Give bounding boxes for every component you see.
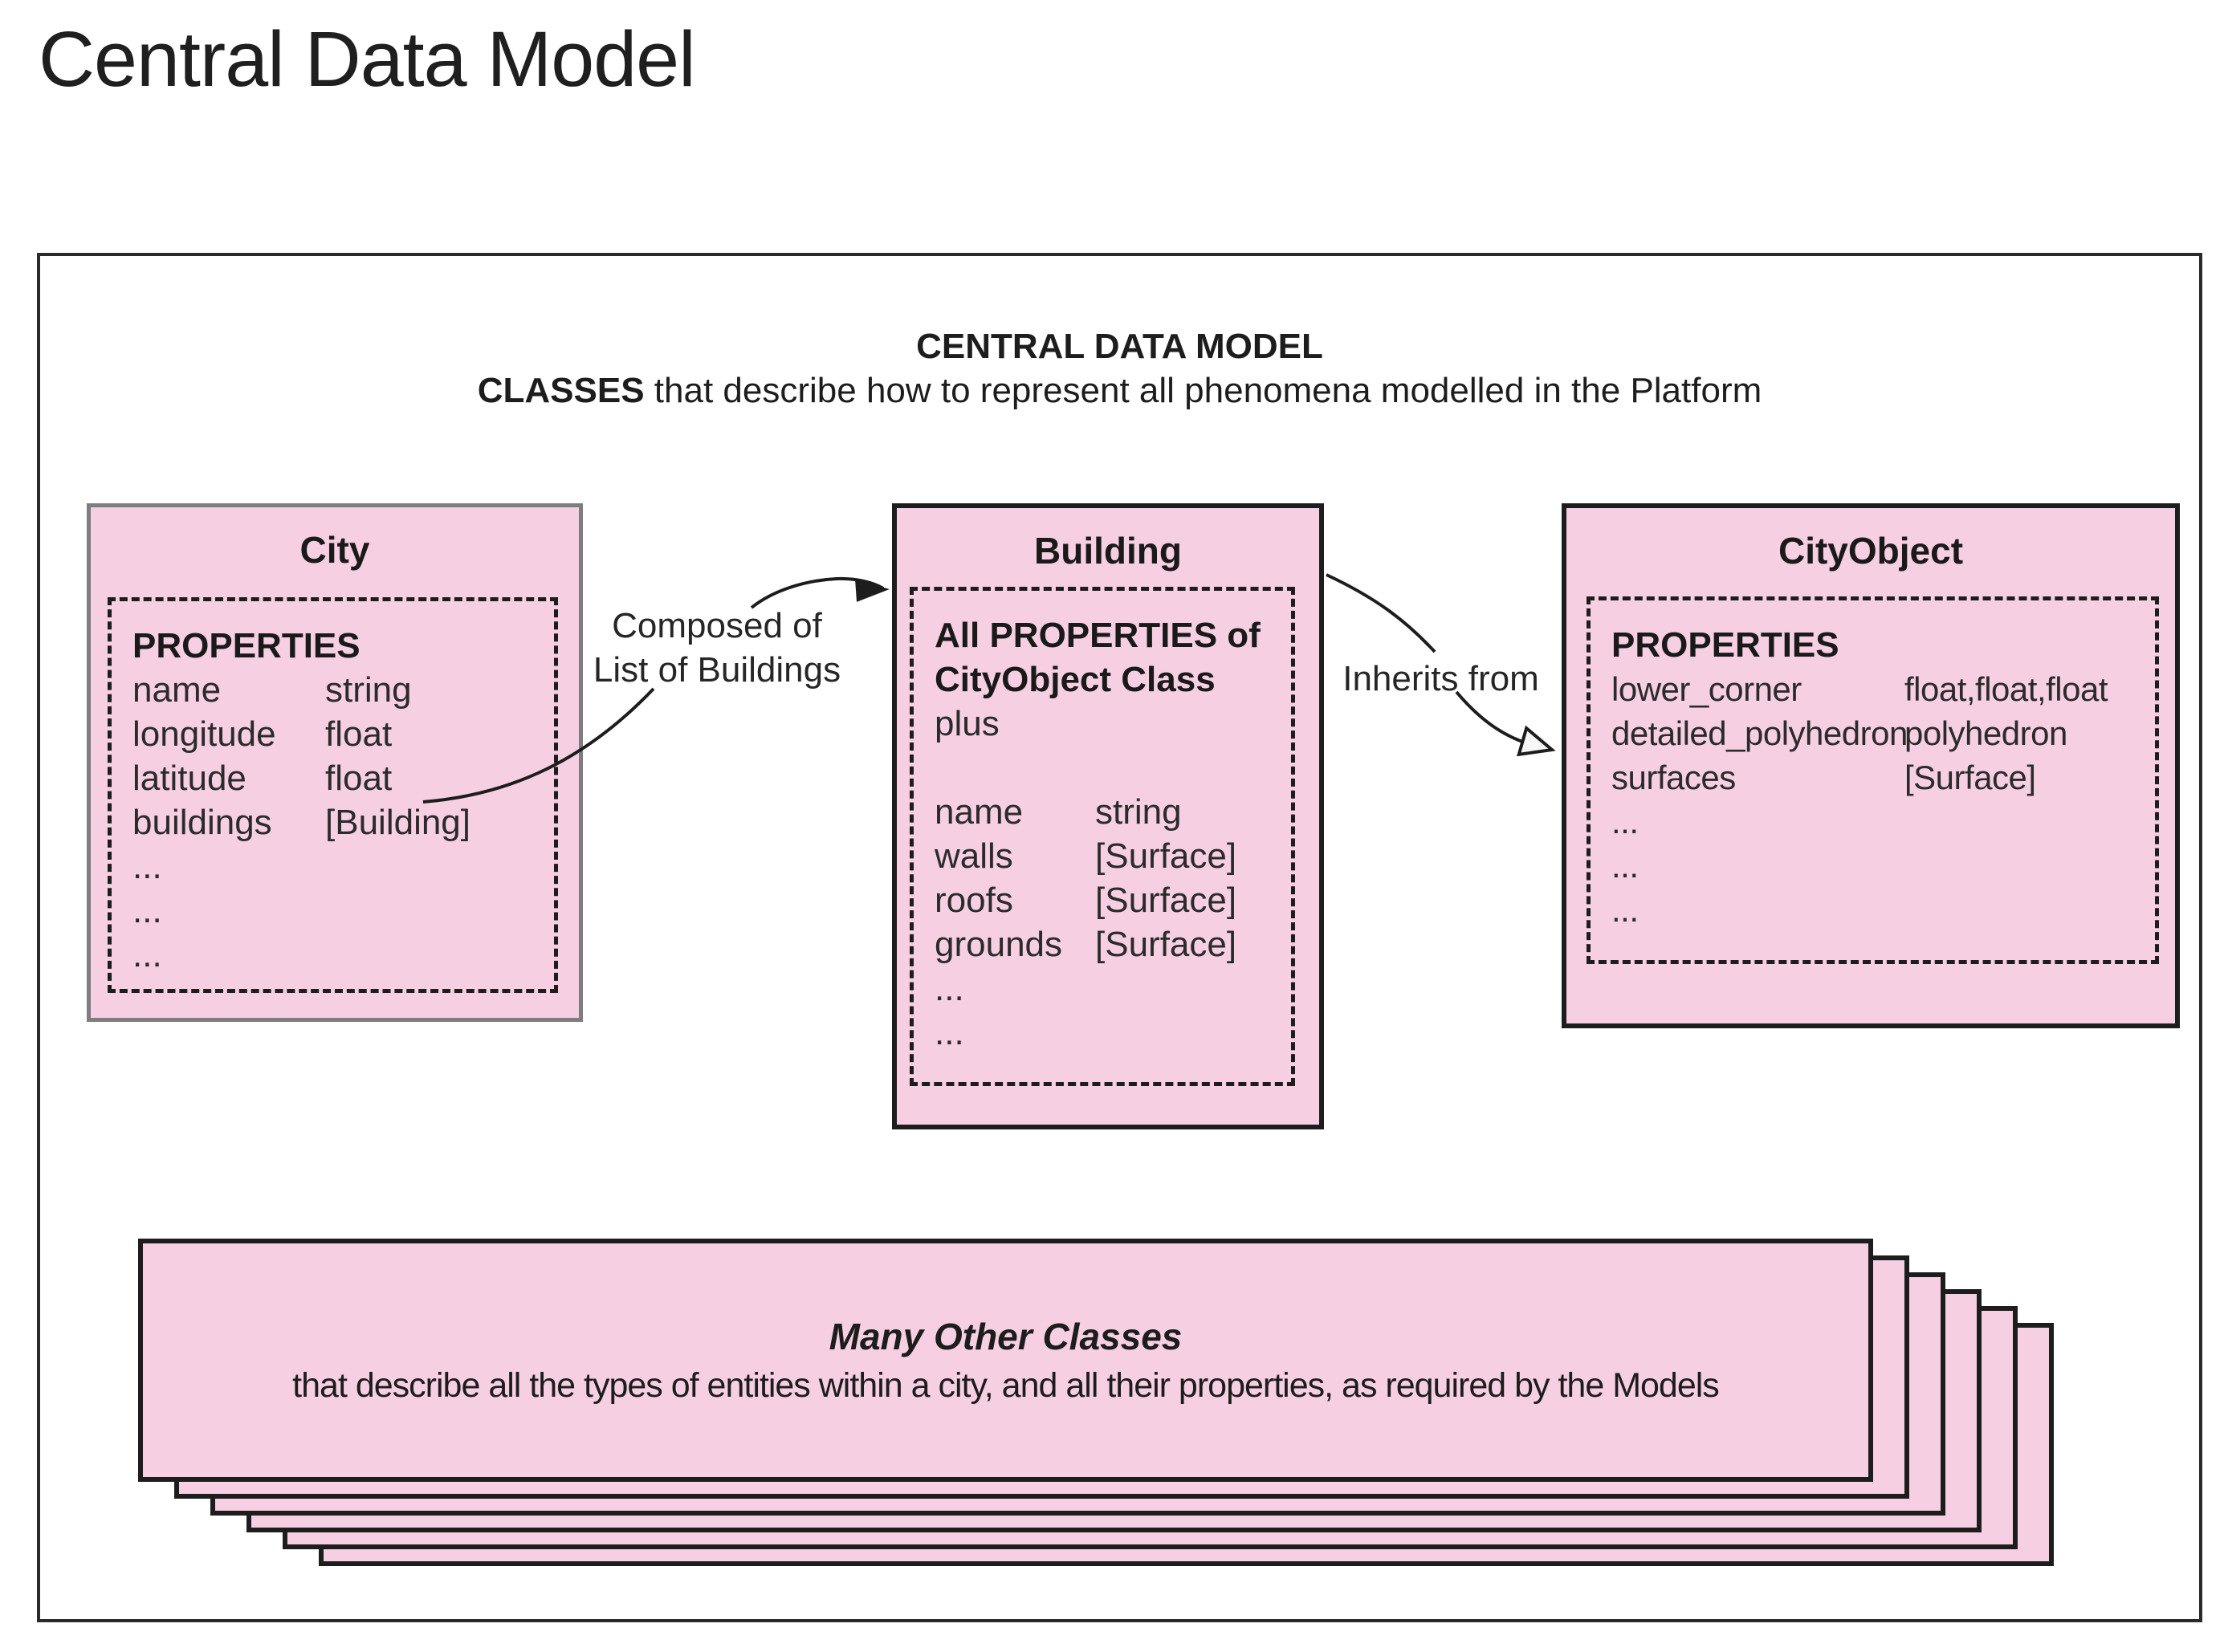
- property-name: ...: [1611, 803, 1639, 840]
- property-type: float: [325, 759, 393, 798]
- property-row: buildings [Building]: [132, 800, 554, 844]
- property-name: longitude: [132, 714, 276, 754]
- property-type: [Surface]: [1095, 881, 1237, 920]
- panel-heading-subtitle-bold: CLASSES: [477, 371, 645, 410]
- property-row: ...: [1611, 888, 2155, 932]
- property-name: latitude: [132, 759, 246, 798]
- property-type: [1904, 888, 2155, 932]
- city-class-title: City: [299, 529, 370, 571]
- property-type: [325, 933, 554, 977]
- property-name: name: [935, 792, 1024, 832]
- class-box-building: Building All PROPERTIES of CityObject Cl…: [892, 503, 1324, 1129]
- property-name: ...: [132, 847, 162, 886]
- panel-heading: CENTRAL DATA MODEL CLASSES that describe…: [37, 324, 2202, 413]
- property-type: string: [1095, 792, 1182, 832]
- property-name: ...: [935, 969, 964, 1008]
- property-type: string: [325, 670, 412, 710]
- property-name: roofs: [935, 881, 1013, 920]
- building-inherited-note-line3: plus: [935, 704, 1000, 743]
- panel-heading-title: CENTRAL DATA MODEL: [916, 327, 1323, 366]
- cityobject-properties-panel: PROPERTIES lower_corner float,float,float…: [1587, 596, 2159, 964]
- property-row: walls [Surface]: [935, 834, 1291, 878]
- property-row: ...: [935, 966, 1291, 1011]
- property-name: ...: [935, 1013, 964, 1052]
- many-other-classes-card: Many Other Classes that describe all the…: [138, 1239, 1873, 1482]
- class-box-city: City PROPERTIES name string longitude floa…: [87, 503, 583, 1022]
- panel-heading-subtitle: CLASSES that describe how to represent a…: [37, 368, 2202, 413]
- inherits-from-label: Inherits from: [1342, 659, 1539, 698]
- property-type: [1095, 966, 1291, 1011]
- composed-of-label-line1: Composed of: [612, 606, 822, 645]
- property-name: ...: [132, 891, 162, 930]
- property-type: float: [325, 714, 393, 754]
- property-row: ...: [935, 1011, 1291, 1055]
- property-name: grounds: [935, 925, 1063, 964]
- property-name: ...: [132, 935, 162, 975]
- property-row: name string: [935, 790, 1291, 834]
- property-row: ...: [132, 844, 554, 889]
- property-name: walls: [935, 836, 1013, 876]
- page-title: Central Data Model: [39, 15, 696, 103]
- property-type: [325, 844, 554, 889]
- property-row: ...: [1611, 844, 2155, 888]
- property-row: longitude float: [132, 712, 554, 756]
- property-row: ...: [1611, 800, 2155, 844]
- property-type: [1095, 1011, 1291, 1055]
- building-class-title: Building: [1034, 530, 1182, 572]
- building-properties-panel: All PROPERTIES of CityObject Class plus …: [910, 587, 1295, 1086]
- property-type: [Surface]: [1095, 836, 1237, 876]
- property-row: grounds [Surface]: [935, 922, 1291, 966]
- property-type: [Surface]: [1095, 925, 1237, 964]
- composed-of-label-line2: List of Buildings: [593, 650, 841, 690]
- property-row: roofs [Surface]: [935, 878, 1291, 922]
- property-name: ...: [1611, 847, 1639, 885]
- property-type: float,float,float: [1904, 670, 2108, 708]
- property-row: name string: [132, 668, 554, 712]
- property-row: latitude float: [132, 756, 554, 800]
- city-properties-panel: PROPERTIES name string longitude float lat…: [108, 597, 558, 993]
- property-name: detailed_polyhedron: [1611, 714, 1908, 752]
- cityobject-class-title: CityObject: [1778, 530, 1964, 572]
- property-row: ...: [132, 933, 554, 977]
- many-other-classes-description: that describe all the types of entities …: [292, 1366, 1720, 1405]
- property-row: surfaces [Surface]: [1611, 755, 2155, 800]
- many-other-classes-title: Many Other Classes: [829, 1316, 1183, 1357]
- cityobject-properties-header: PROPERTIES: [1611, 625, 1839, 665]
- city-properties-header: PROPERTIES: [132, 626, 360, 665]
- building-inherited-note-line1: All PROPERTIES of: [935, 616, 1261, 655]
- spacer: [935, 746, 1291, 790]
- property-name: lower_corner: [1611, 670, 1802, 708]
- property-type: [Surface]: [1904, 759, 2036, 796]
- property-row: ...: [132, 889, 554, 933]
- property-type: [1904, 844, 2155, 888]
- building-inherited-note-line2: CityObject Class: [935, 660, 1216, 699]
- property-name: buildings: [132, 803, 272, 842]
- property-type: [Building]: [325, 803, 471, 842]
- property-name: surfaces: [1611, 759, 1736, 796]
- composed-of-label: Composed of List of Buildings: [560, 604, 874, 692]
- property-type: [325, 889, 554, 933]
- panel-heading-subtitle-rest: that describe how to represent all pheno…: [644, 371, 1762, 410]
- property-name: name: [132, 670, 222, 710]
- property-type: [1904, 800, 2155, 844]
- class-box-cityobject: CityObject PROPERTIES lower_corner float,…: [1562, 503, 2180, 1028]
- property-name: ...: [1611, 891, 1639, 929]
- property-type: polyhedron: [1904, 714, 2067, 752]
- property-row: lower_corner float,float,float: [1611, 667, 2155, 711]
